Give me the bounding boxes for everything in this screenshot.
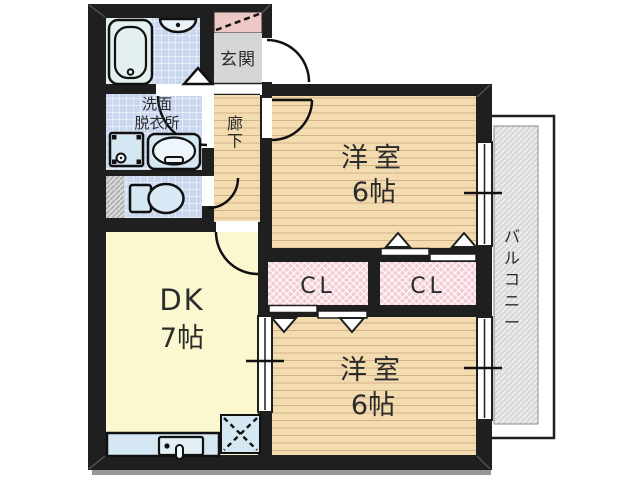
basin-bowl	[151, 136, 197, 166]
toilet-door-swing-arc	[207, 177, 240, 210]
washbasin-icon	[146, 132, 202, 171]
pan-corner	[112, 135, 117, 140]
pan-corner	[136, 135, 141, 140]
hallway-floor	[214, 95, 260, 222]
room-bottom-size-label: 6帖	[351, 390, 395, 421]
doorways	[156, 38, 272, 232]
shower-mirror-dot	[175, 22, 181, 28]
dk-door-swing-arc	[214, 231, 259, 276]
washroom-doorway	[202, 96, 214, 148]
room-bottom-floor	[272, 317, 476, 455]
pan-corner	[136, 159, 141, 164]
entrance-door-swing-arc	[266, 38, 311, 83]
closet-right-floor	[380, 262, 476, 305]
entrance-doorway	[262, 38, 272, 82]
miter-line	[476, 455, 491, 470]
basin-detail	[164, 156, 184, 164]
washroom-label-line2: 脱衣所	[134, 114, 179, 132]
balcony-label: バルコニー	[504, 227, 520, 332]
room-top-door-swing-arc	[271, 99, 314, 142]
closet-right-sliding-door	[380, 231, 479, 262]
room-top-name-label: 洋室	[341, 143, 407, 174]
miter-line	[88, 455, 106, 470]
miter-line	[88, 4, 106, 18]
closet-right-label: CL	[410, 274, 446, 299]
bathtub-drain	[126, 68, 135, 76]
toilet-icon	[128, 182, 185, 215]
miter-line	[261, 4, 271, 14]
shoe-cabinet-dashed-line	[215, 12, 260, 32]
refrigerator-space-icon	[220, 414, 261, 454]
closet-left-floor	[268, 262, 368, 305]
sliding-panel	[268, 304, 318, 314]
windows	[246, 141, 502, 421]
door-direction-triangle	[269, 317, 299, 334]
dk-name-label: DK	[159, 283, 204, 317]
toilet-doorway	[202, 176, 214, 206]
sliding-panel	[429, 253, 477, 262]
pan-corner	[112, 159, 117, 164]
room-top-size-label: 6帖	[352, 177, 396, 208]
bathtub-outer	[107, 18, 154, 86]
balcony	[488, 114, 556, 440]
genkan-label: 玄関	[220, 50, 256, 70]
kitchen-sink-icon	[105, 431, 221, 460]
bathtub-icon	[107, 18, 154, 86]
door-direction-triangle	[449, 231, 479, 248]
dk-size-label: 7帖	[160, 323, 204, 354]
dk-doorway	[216, 221, 258, 232]
closet-left-label: CL	[300, 274, 336, 299]
genkan-step	[214, 83, 262, 95]
room-top-doorway	[262, 98, 272, 138]
sliding-panel	[380, 247, 430, 257]
balcony-deck	[493, 125, 539, 425]
kitchen-faucet-dot	[164, 443, 170, 449]
door-direction-triangle	[337, 317, 367, 334]
door-direction-triangle	[383, 231, 413, 248]
refrigerator-x-line	[223, 417, 258, 451]
hallway-label: 廊下	[227, 114, 243, 151]
bathtub-inner	[113, 25, 148, 80]
wall-shadow	[92, 470, 491, 475]
wall-corner-miters	[88, 4, 491, 470]
sliding-panel	[317, 310, 368, 319]
genkan-floor	[214, 33, 262, 83]
closet-left-sliding-door	[268, 304, 368, 334]
room-bottom-name-label: 洋室	[340, 355, 406, 386]
washing-machine-icon	[108, 131, 145, 168]
washroom-label-line1: 洗面	[142, 95, 172, 113]
shower-mirror-icon	[158, 17, 198, 34]
toilet-bowl	[147, 182, 185, 215]
bathroom-doorway	[156, 84, 214, 96]
bathroom-folding-door-icon	[181, 66, 215, 86]
pipe-space	[106, 176, 124, 218]
drain-outlet-dot	[119, 156, 123, 160]
miter-line	[476, 84, 491, 98]
kitchen-faucet	[175, 444, 184, 460]
